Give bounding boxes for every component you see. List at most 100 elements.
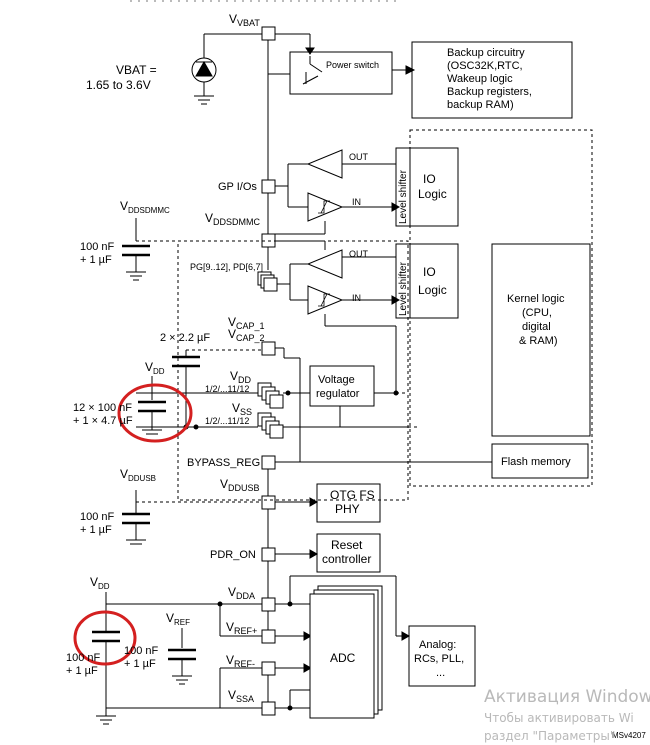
adc-label: ADC bbox=[330, 651, 356, 665]
vdd-pins bbox=[269, 394, 284, 409]
vdda-pin bbox=[261, 597, 276, 612]
svg-text:(OSC32K,RTC,: (OSC32K,RTC, bbox=[447, 60, 523, 72]
svg-text:V: V bbox=[226, 653, 234, 667]
vddusb-pin-label: DDUSB bbox=[228, 483, 260, 493]
svg-text:V: V bbox=[228, 327, 236, 341]
voltage-regulator-block bbox=[309, 365, 375, 407]
power-switch-block bbox=[289, 51, 393, 95]
vss-pins bbox=[269, 424, 284, 439]
svg-text:Активация Window: Активация Window bbox=[484, 687, 650, 707]
svg-text:& RAM): & RAM) bbox=[519, 335, 558, 347]
analog-line2: RCs, PLL, bbox=[414, 653, 464, 665]
vss-pin-label: SS bbox=[240, 407, 252, 417]
adc-cap-left-line2: + 1 µF bbox=[66, 665, 98, 677]
vref-minus-pin bbox=[261, 661, 276, 676]
otg-fs-phy-block bbox=[316, 483, 381, 523]
highlight-circle-vdda bbox=[73, 610, 137, 666]
svg-text:раздел "Параметры": раздел "Параметры" bbox=[484, 729, 615, 743]
bypass-reg-pin bbox=[261, 455, 276, 470]
svg-text:V: V bbox=[230, 369, 238, 383]
adc-cap-right-line1: 100 nF bbox=[124, 645, 159, 657]
svg-text:Чтобы активировать Wi: Чтобы активировать Wi bbox=[484, 711, 634, 725]
in-buffer-1 bbox=[307, 192, 344, 222]
svg-text:V: V bbox=[166, 611, 174, 625]
level-shifter-2-label: Level shifter bbox=[398, 261, 409, 316]
vdd-left-label: DD bbox=[153, 367, 165, 376]
vddusb-left-label: DDUSB bbox=[128, 474, 156, 483]
svg-text:Backup circuitry: Backup circuitry bbox=[447, 47, 525, 59]
pdr-on-label: PDR_ON bbox=[210, 549, 256, 561]
vcap1-pin bbox=[261, 341, 276, 356]
voltage-regulator-line2: regulator bbox=[316, 388, 360, 400]
svg-text:V: V bbox=[229, 12, 237, 26]
kernel-logic-text: Kernel logic (CPU, digital & RAM) bbox=[507, 293, 565, 347]
io-logic-1-line1: IO bbox=[423, 172, 436, 186]
pg-pd-pins-label: PG[9..12], PD[6,7] bbox=[190, 262, 263, 272]
svg-text:digital: digital bbox=[522, 321, 551, 333]
svg-text:V: V bbox=[226, 620, 234, 634]
svg-text:V: V bbox=[228, 688, 236, 702]
svg-text:V: V bbox=[228, 585, 236, 599]
analog-line1: Analog: bbox=[419, 639, 456, 651]
voltage-regulator-line1: Voltage bbox=[318, 374, 355, 386]
svg-text:V: V bbox=[232, 401, 240, 415]
vddsdmmc-cap-line1: 100 nF bbox=[80, 241, 115, 253]
vdda-capacitor-icon bbox=[92, 604, 120, 708]
highlight-circle-vdd bbox=[117, 383, 193, 443]
io-logic-block-1 bbox=[409, 147, 459, 227]
vddusb-capacitor-icon bbox=[122, 502, 150, 545]
vss-pin-range: 1/2/...11/12 bbox=[205, 416, 249, 426]
svg-text:V: V bbox=[228, 315, 236, 329]
vddusb-cap-line1: 100 nF bbox=[80, 511, 115, 523]
vbat-battery-icon bbox=[191, 33, 262, 105]
in-label-2: IN bbox=[352, 293, 361, 303]
svg-text:V: V bbox=[120, 199, 128, 213]
vddsdmmc-capacitor-icon bbox=[122, 244, 150, 281]
svg-text:Wakeup logic: Wakeup logic bbox=[447, 73, 513, 85]
vddsdmmc-cap-line2: + 1 µF bbox=[80, 254, 112, 266]
vdd-capacitor-icon bbox=[138, 400, 166, 435]
vddusb-pin bbox=[261, 495, 276, 510]
vddusb-cap-line2: + 1 µF bbox=[80, 524, 112, 536]
core-domain-box bbox=[409, 129, 593, 487]
io-logic-2-line1: IO bbox=[423, 265, 436, 279]
vbat-range-line1: VBAT = bbox=[116, 63, 157, 77]
vssa-pin bbox=[261, 701, 276, 716]
figure-id: MSv4207 bbox=[612, 731, 646, 740]
adc-block bbox=[309, 593, 375, 719]
svg-text:V: V bbox=[145, 360, 153, 374]
reset-controller-block bbox=[316, 533, 381, 573]
vbat-pin bbox=[261, 26, 276, 41]
in-buffer-2 bbox=[307, 285, 344, 315]
svg-text:backup RAM): backup RAM) bbox=[447, 99, 514, 111]
io-logic-1-line2: Logic bbox=[418, 187, 447, 201]
adc-cap-left-line1: 100 nF bbox=[66, 652, 101, 664]
backup-circuitry-block bbox=[411, 41, 573, 119]
svg-text:V: V bbox=[90, 575, 98, 589]
svg-text:Backup registers,: Backup registers, bbox=[447, 86, 532, 98]
vddsdmmc-left-label: DDSDMMC bbox=[128, 206, 170, 215]
in-label-1: IN bbox=[352, 197, 361, 207]
vcap-cap-label: 2 × 2.2 µF bbox=[160, 332, 210, 344]
analog-block bbox=[408, 625, 476, 687]
vref-minus-pin-label: REF- bbox=[234, 659, 255, 669]
reset-line1: Reset bbox=[331, 538, 363, 552]
level-shifter-1-label: Level shifter bbox=[398, 169, 409, 224]
otg-line2: PHY bbox=[335, 502, 360, 516]
svg-text:V: V bbox=[220, 477, 228, 491]
vdda-left-label: DD bbox=[98, 582, 110, 591]
ground-icon bbox=[96, 708, 116, 725]
otg-line1: OTG FS bbox=[330, 488, 375, 502]
backup-circuitry-text: Backup circuitry (OSC32K,RTC, Wakeup log… bbox=[447, 47, 532, 111]
bypass-reg-label: BYPASS_REG bbox=[187, 457, 260, 469]
gpio-pin-label: GP I/Os bbox=[218, 181, 257, 193]
vssa-pin-label: SSA bbox=[236, 694, 254, 704]
power-switch-label: Power switch bbox=[326, 60, 379, 70]
vdd-pin-range: 1/2/...11/12 bbox=[205, 384, 249, 394]
pdr-on-pin bbox=[261, 547, 276, 562]
svg-text:V: V bbox=[205, 211, 213, 225]
vddsdmmc-pin-label: DDSDMMC bbox=[213, 217, 260, 227]
flash-memory-label: Flash memory bbox=[501, 456, 571, 468]
reset-line2: controller bbox=[322, 552, 371, 566]
